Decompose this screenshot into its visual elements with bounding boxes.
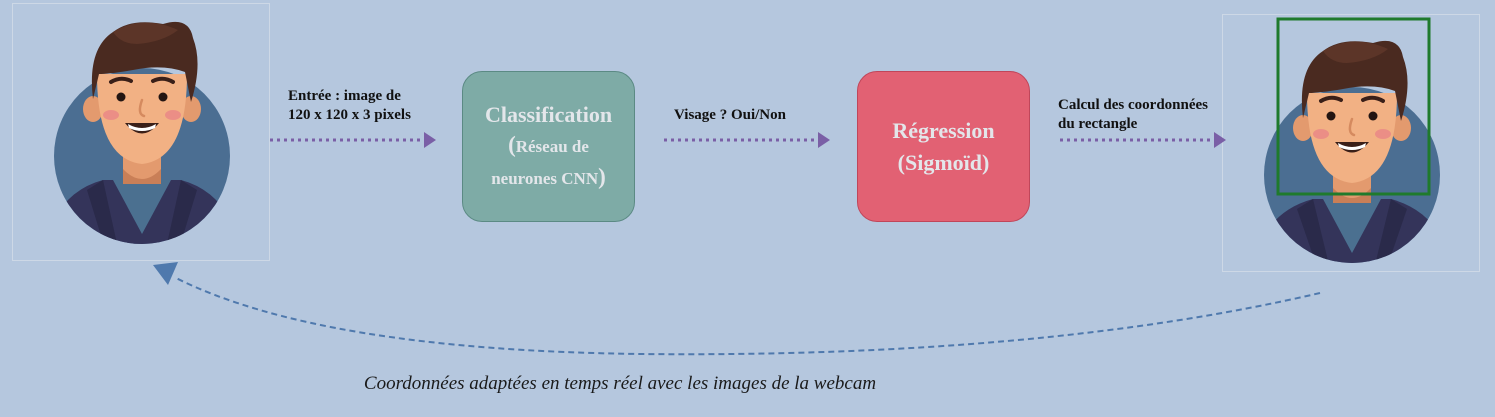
classification-subtitle-part1: Réseau de xyxy=(515,136,589,156)
arrow-regression-to-output xyxy=(1060,132,1226,148)
arrow-classification-to-regression xyxy=(664,132,830,148)
coords-label-line1: Calcul des coordonnées xyxy=(1058,97,1208,113)
input-label-line1: Entrée : image de xyxy=(288,88,401,104)
input-label-line2: 120 x 120 x 3 pixels xyxy=(288,107,411,123)
classification-subtitle-line2: neurones CNN) xyxy=(491,162,606,194)
coords-label-line2: du rectangle xyxy=(1058,116,1138,132)
classification-title: Classification xyxy=(484,101,613,127)
feedback-arrow xyxy=(153,262,1321,356)
output-image-frame xyxy=(1222,14,1480,272)
classification-subtitle-line1: (Réseau de xyxy=(508,130,589,162)
regression-box: Régression (Sigmoïd) xyxy=(857,71,1030,222)
regression-subtitle: (Sigmoïd) xyxy=(897,149,990,175)
classification-box: Classification (Réseau de neurones CNN) xyxy=(462,71,635,222)
feedback-caption: Coordonnées adaptées en temps réel avec … xyxy=(363,373,877,394)
face-question-label: Visage ? Oui/Non xyxy=(674,107,786,123)
person-avatar-input-icon xyxy=(54,21,230,244)
arrow-input-to-classification xyxy=(270,132,436,148)
classification-paren-open: ( xyxy=(508,131,516,157)
coords-description-label: Calcul des coordonnées du rectangle xyxy=(1058,96,1208,134)
face-bounding-box xyxy=(1276,17,1431,196)
input-image-frame xyxy=(12,3,270,261)
regression-title: Régression xyxy=(892,117,995,143)
input-description-label: Entrée : image de 120 x 120 x 3 pixels xyxy=(288,87,411,125)
classification-paren-close: ) xyxy=(598,163,606,189)
person-avatar-output-icon xyxy=(1264,17,1440,263)
classification-subtitle-part2: neurones CNN xyxy=(491,168,599,188)
